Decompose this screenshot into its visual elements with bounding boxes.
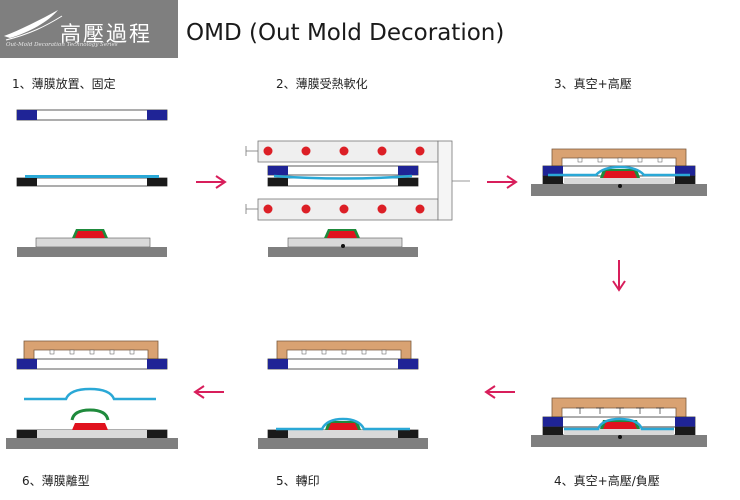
step-1-base [17,247,167,257]
step-2-film [273,174,413,180]
step-3-film [548,165,690,177]
step-6-label: 6、薄膜離型 [22,474,90,488]
page-title: OMD (Out Mold Decoration) [186,20,505,46]
step-2-illustration [245,140,470,257]
logo-swoosh-icon [4,10,58,38]
step-1-clamp [16,177,168,187]
step-5-illustration [258,340,428,449]
step-4-illustration [531,397,707,447]
step-1-frame-left-block [17,110,37,120]
step-1-frame-right-block [147,110,167,120]
step-1-platform [35,237,151,248]
step-4-film [564,417,674,431]
step-4-base [531,435,707,447]
step-1-illustration [16,109,168,257]
step-4-chamber [551,397,687,418]
arrow-step3-to-step4 [612,260,626,292]
step-1-label: 1、薄膜放置、固定 [12,77,116,91]
logo-title: 高壓過程 [60,22,152,46]
step-1-film [25,175,159,178]
step-5-base [258,438,428,449]
step-3-label: 3、真空+高壓 [554,77,632,91]
step-1-part [75,231,105,238]
arrow-step5-to-step6 [193,385,224,399]
step-2-label: 2、薄膜受熱軟化 [276,77,368,91]
logo: 高壓過程 Out-Mold Decoration Technology Seri… [0,0,178,58]
step-6-base [6,438,178,449]
arrow-step1-to-step2 [196,175,227,189]
logo-background [0,0,178,58]
step-2-heater-side [437,140,453,221]
step-2-base [268,247,418,257]
step-6-part [72,423,108,430]
step-1-clamp-left [17,178,37,186]
step-1-frame [16,109,168,121]
step-4-label: 4、真空+高壓/負壓 [554,474,660,488]
step-2-heater-dots [263,146,425,214]
step-5-film [276,417,410,431]
step-3-base [531,184,707,196]
arrow-step4-to-step5 [484,385,515,399]
step-5-label: 5、轉印 [276,474,320,488]
step-2-platform [287,237,403,248]
step-3-illustration [531,148,707,196]
step-6-mold-shell [70,408,110,421]
logo-subtitle: Out-Mold Decoration Technology Series [6,42,118,48]
step-6-released-film [24,387,156,401]
step-1-clamp-right [147,178,167,186]
step-3-chamber [551,148,687,167]
step-6-illustration [6,340,178,449]
step-2-frame [267,165,419,176]
arrow-step2-to-step3 [487,175,518,189]
